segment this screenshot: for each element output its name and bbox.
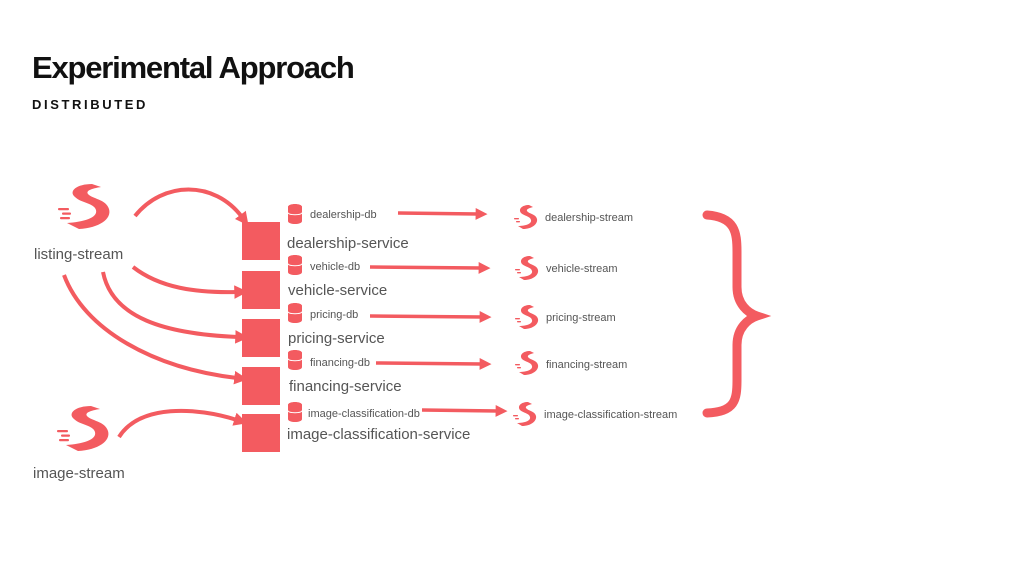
vehicle-service-label: vehicle-service — [288, 282, 387, 299]
pricing-stream-label: pricing-stream — [546, 312, 616, 324]
listing-stream-label: listing-stream — [34, 246, 123, 263]
image-classification-stream-icon — [513, 402, 537, 426]
arrow-image-classification-db-to-stream — [421, 405, 508, 417]
vehicle-stream-label: vehicle-stream — [546, 263, 618, 275]
database-icon — [287, 254, 303, 276]
image-classification-stream-label: image-classification-stream — [544, 409, 677, 421]
dealership-stream-icon — [514, 205, 538, 229]
vehicle-stream-icon — [515, 256, 539, 280]
vehicle-service-box — [242, 271, 280, 309]
page-subtitle: DISTRIBUTED — [32, 97, 148, 112]
database-icon — [287, 302, 303, 324]
financing-db-label: financing-db — [310, 357, 370, 369]
image-stream-label: image-stream — [33, 465, 125, 482]
output-group-brace — [702, 210, 772, 418]
database-icon — [287, 349, 303, 371]
arrow-listing-to-pricing — [101, 271, 249, 344]
arrow-listing-to-dealership — [133, 187, 249, 226]
vehicle-db-label: vehicle-db — [310, 261, 360, 273]
database-icon — [287, 401, 303, 423]
dealership-service-label: dealership-service — [287, 235, 409, 252]
dealership-service-box — [242, 222, 280, 260]
arrow-image-to-image-classification — [117, 408, 248, 439]
database-icon — [287, 203, 303, 225]
page-title: Experimental Approach — [32, 50, 355, 85]
pricing-stream-icon — [515, 305, 539, 329]
dealership-db-label: dealership-db — [310, 209, 377, 221]
arrow-listing-to-vehicle — [131, 265, 248, 299]
arrow-financing-db-to-stream — [375, 358, 492, 370]
arrow-dealership-db-to-stream — [397, 208, 488, 220]
financing-stream-icon — [515, 351, 539, 375]
pricing-db-label: pricing-db — [310, 309, 358, 321]
pricing-service-box — [242, 319, 280, 357]
image-classification-db-label: image-classification-db — [308, 408, 420, 420]
financing-stream-label: financing-stream — [546, 359, 627, 371]
pricing-service-label: pricing-service — [288, 330, 385, 347]
dealership-stream-label: dealership-stream — [545, 212, 633, 224]
financing-service-box — [242, 367, 280, 405]
image-stream-icon — [57, 406, 109, 451]
arrow-listing-to-financing — [62, 274, 248, 385]
image-classification-service-label: image-classification-service — [287, 426, 470, 443]
financing-service-label: financing-service — [289, 378, 402, 395]
listing-stream-icon — [58, 184, 110, 229]
arrow-vehicle-db-to-stream — [369, 262, 491, 274]
arrow-pricing-db-to-stream — [369, 311, 492, 323]
image-classification-service-box — [242, 414, 280, 452]
